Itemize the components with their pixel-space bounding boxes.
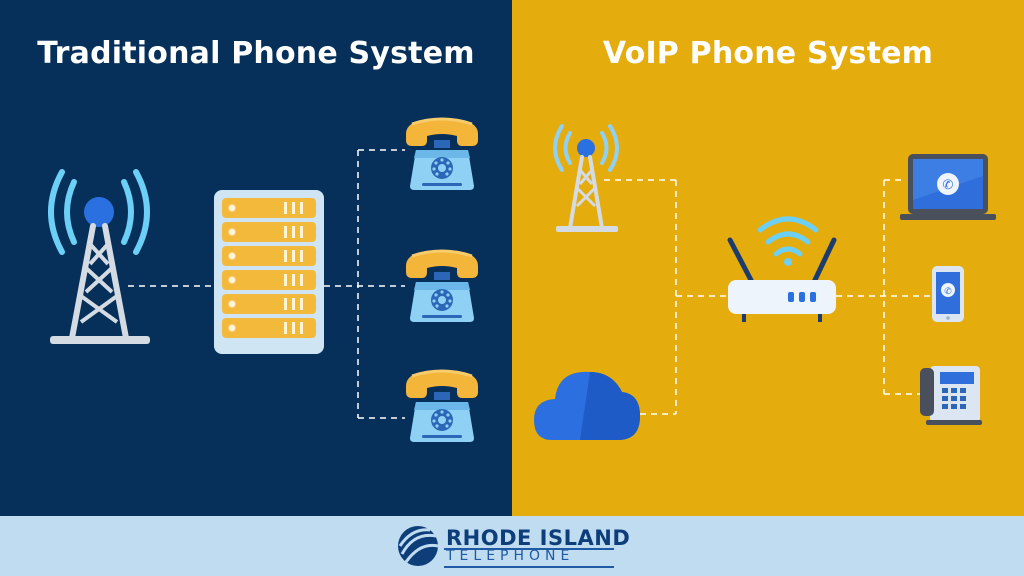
right-connection-lines — [604, 179, 930, 415]
brand-subname: TELEPHONE — [446, 548, 575, 564]
left-connection-lines — [128, 149, 405, 419]
ip-desk-phone-icon — [920, 366, 982, 425]
traditional-title: Traditional Phone System — [37, 36, 475, 71]
svg-text:✆: ✆ — [943, 178, 954, 193]
right-cell-tower-icon — [553, 124, 619, 232]
smartphone-icon: ✆ — [932, 266, 964, 322]
left-cell-tower-icon — [48, 169, 150, 344]
wifi-router-icon — [727, 216, 837, 322]
voip-title: VoIP Phone System — [602, 36, 934, 71]
brand-logo: RHODE ISLAND TELEPHONE — [396, 524, 636, 570]
brand-name: RHODE ISLAND — [446, 526, 631, 550]
brand-globe-icon — [398, 526, 614, 568]
desk-phone-icon-3 — [404, 368, 480, 444]
svg-text:✆: ✆ — [944, 287, 952, 297]
laptop-icon: ✆ — [900, 154, 996, 220]
cloud-icon — [534, 371, 640, 440]
diagram-drawing: ✆ ✆ — [48, 116, 996, 444]
desk-phone-icon-1 — [404, 116, 480, 192]
server-rack-icon — [214, 190, 324, 354]
desk-phone-icon-2 — [404, 248, 480, 324]
